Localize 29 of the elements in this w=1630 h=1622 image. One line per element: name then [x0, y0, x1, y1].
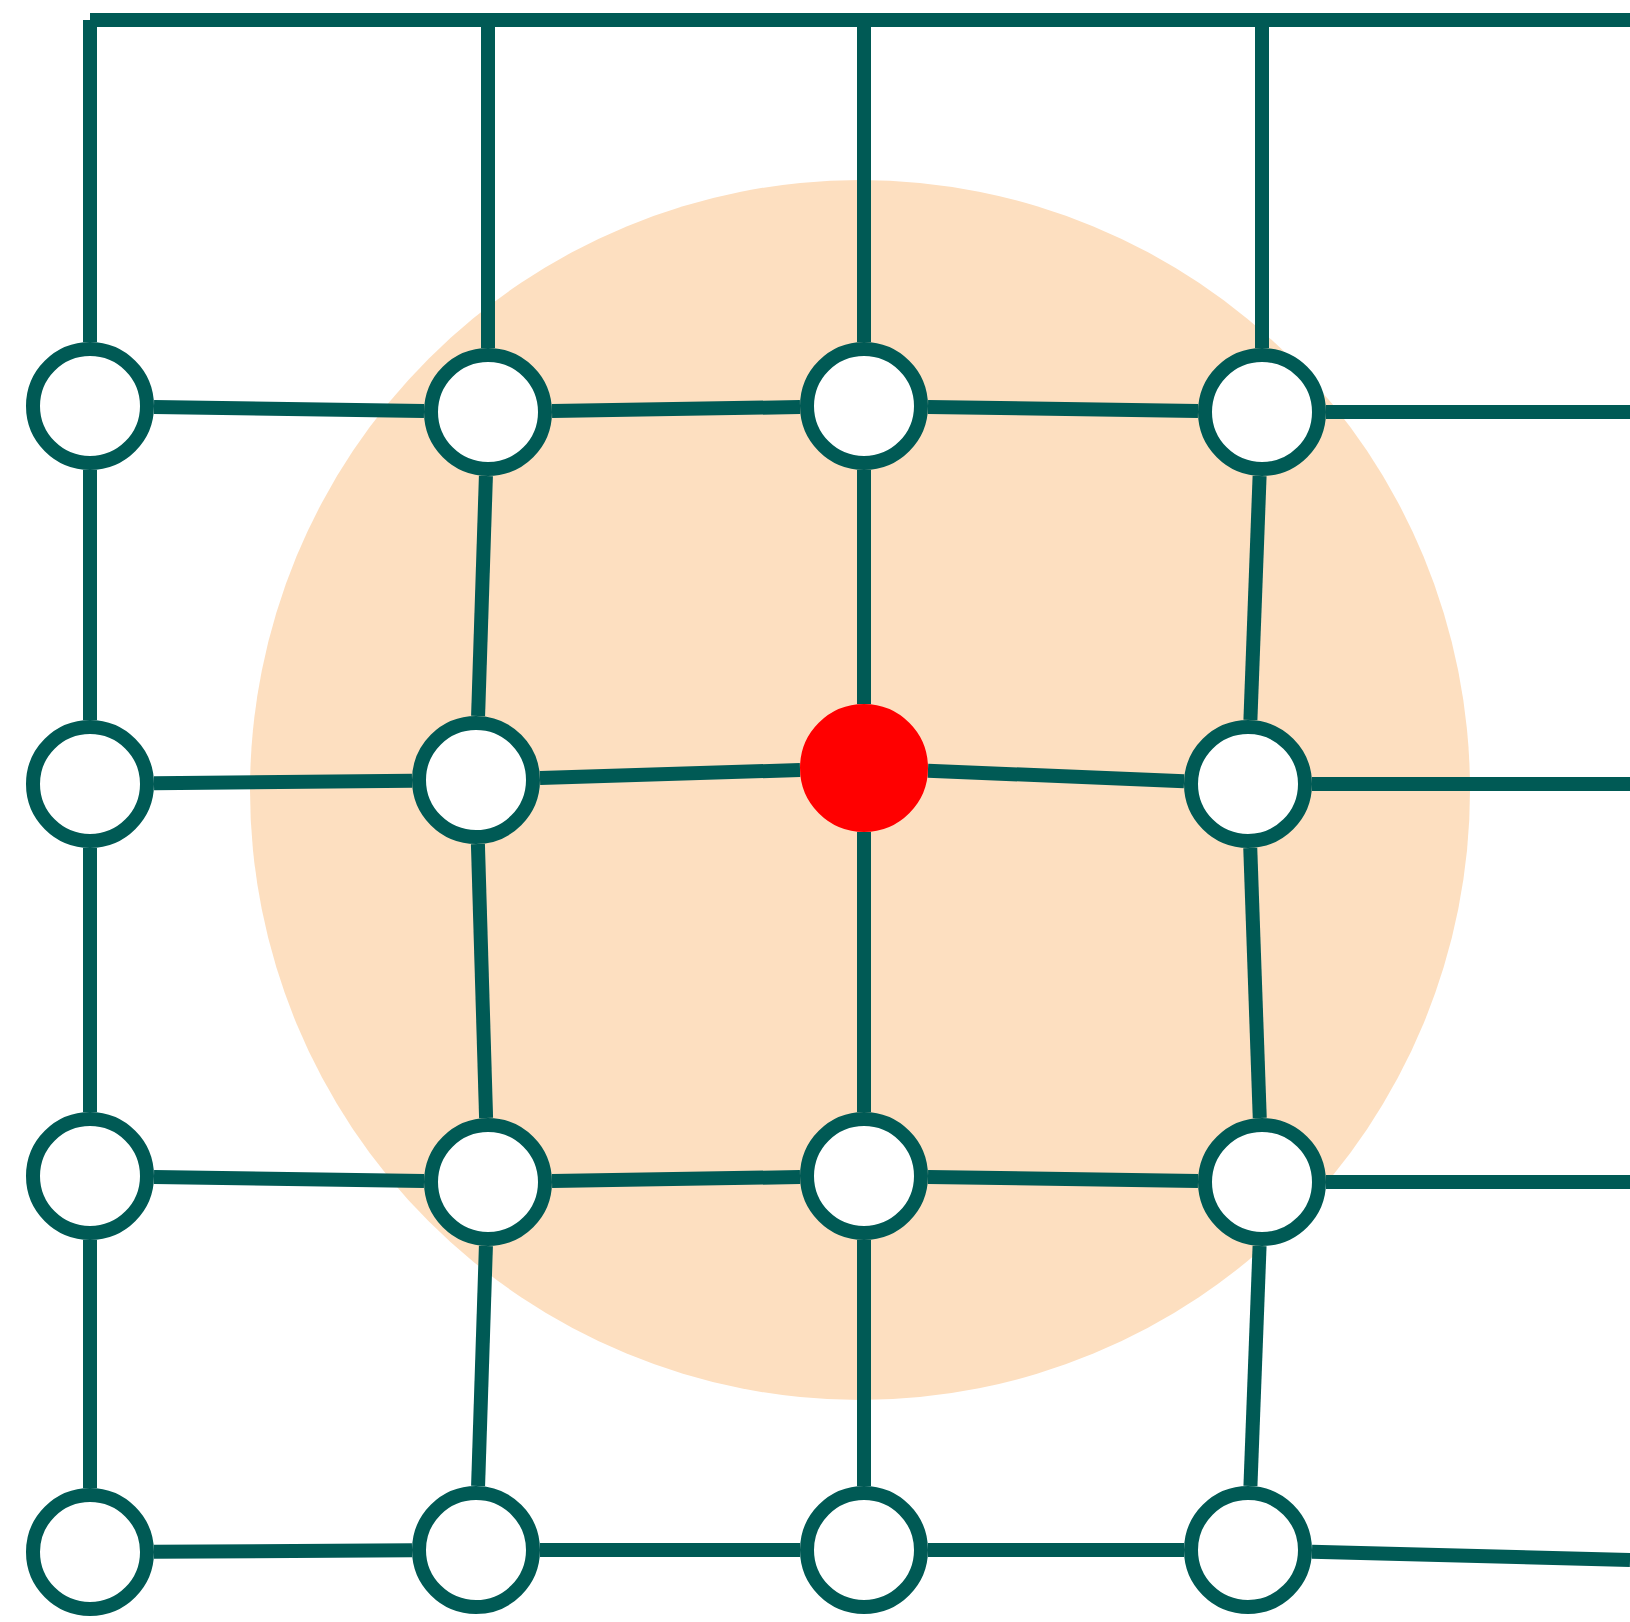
- edge-line: [857, 1240, 871, 1486]
- edge-line: [471, 1245, 493, 1487]
- edge-line: [927, 763, 1185, 789]
- edge-line: [927, 399, 1199, 419]
- edge-line: [83, 20, 97, 342]
- edge-line: [539, 763, 801, 785]
- edge-line: [153, 1543, 413, 1559]
- edge-line: [1326, 1175, 1630, 1189]
- edge-line: [83, 470, 97, 720]
- edge-line: [927, 1169, 1199, 1189]
- edge-line: [551, 1170, 801, 1188]
- edge-line: [153, 1169, 425, 1189]
- edge-line: [83, 848, 97, 1112]
- edge-line: [83, 1240, 97, 1488]
- edge-line: [1326, 405, 1630, 419]
- edge-line: [471, 475, 493, 717]
- edge-line: [1312, 777, 1630, 791]
- edge-line: [857, 832, 871, 1112]
- edge-line: [153, 773, 413, 791]
- edge-line: [470, 843, 494, 1119]
- edge-line: [551, 400, 801, 418]
- edge-line: [1243, 847, 1267, 1119]
- edge-line: [857, 470, 871, 704]
- edge-line: [1243, 475, 1267, 721]
- edge-line: [1311, 1544, 1630, 1567]
- edge-line: [153, 399, 425, 419]
- edge-line: [1243, 1245, 1267, 1487]
- edge-line: [928, 1543, 1184, 1557]
- edge-line: [540, 1543, 800, 1557]
